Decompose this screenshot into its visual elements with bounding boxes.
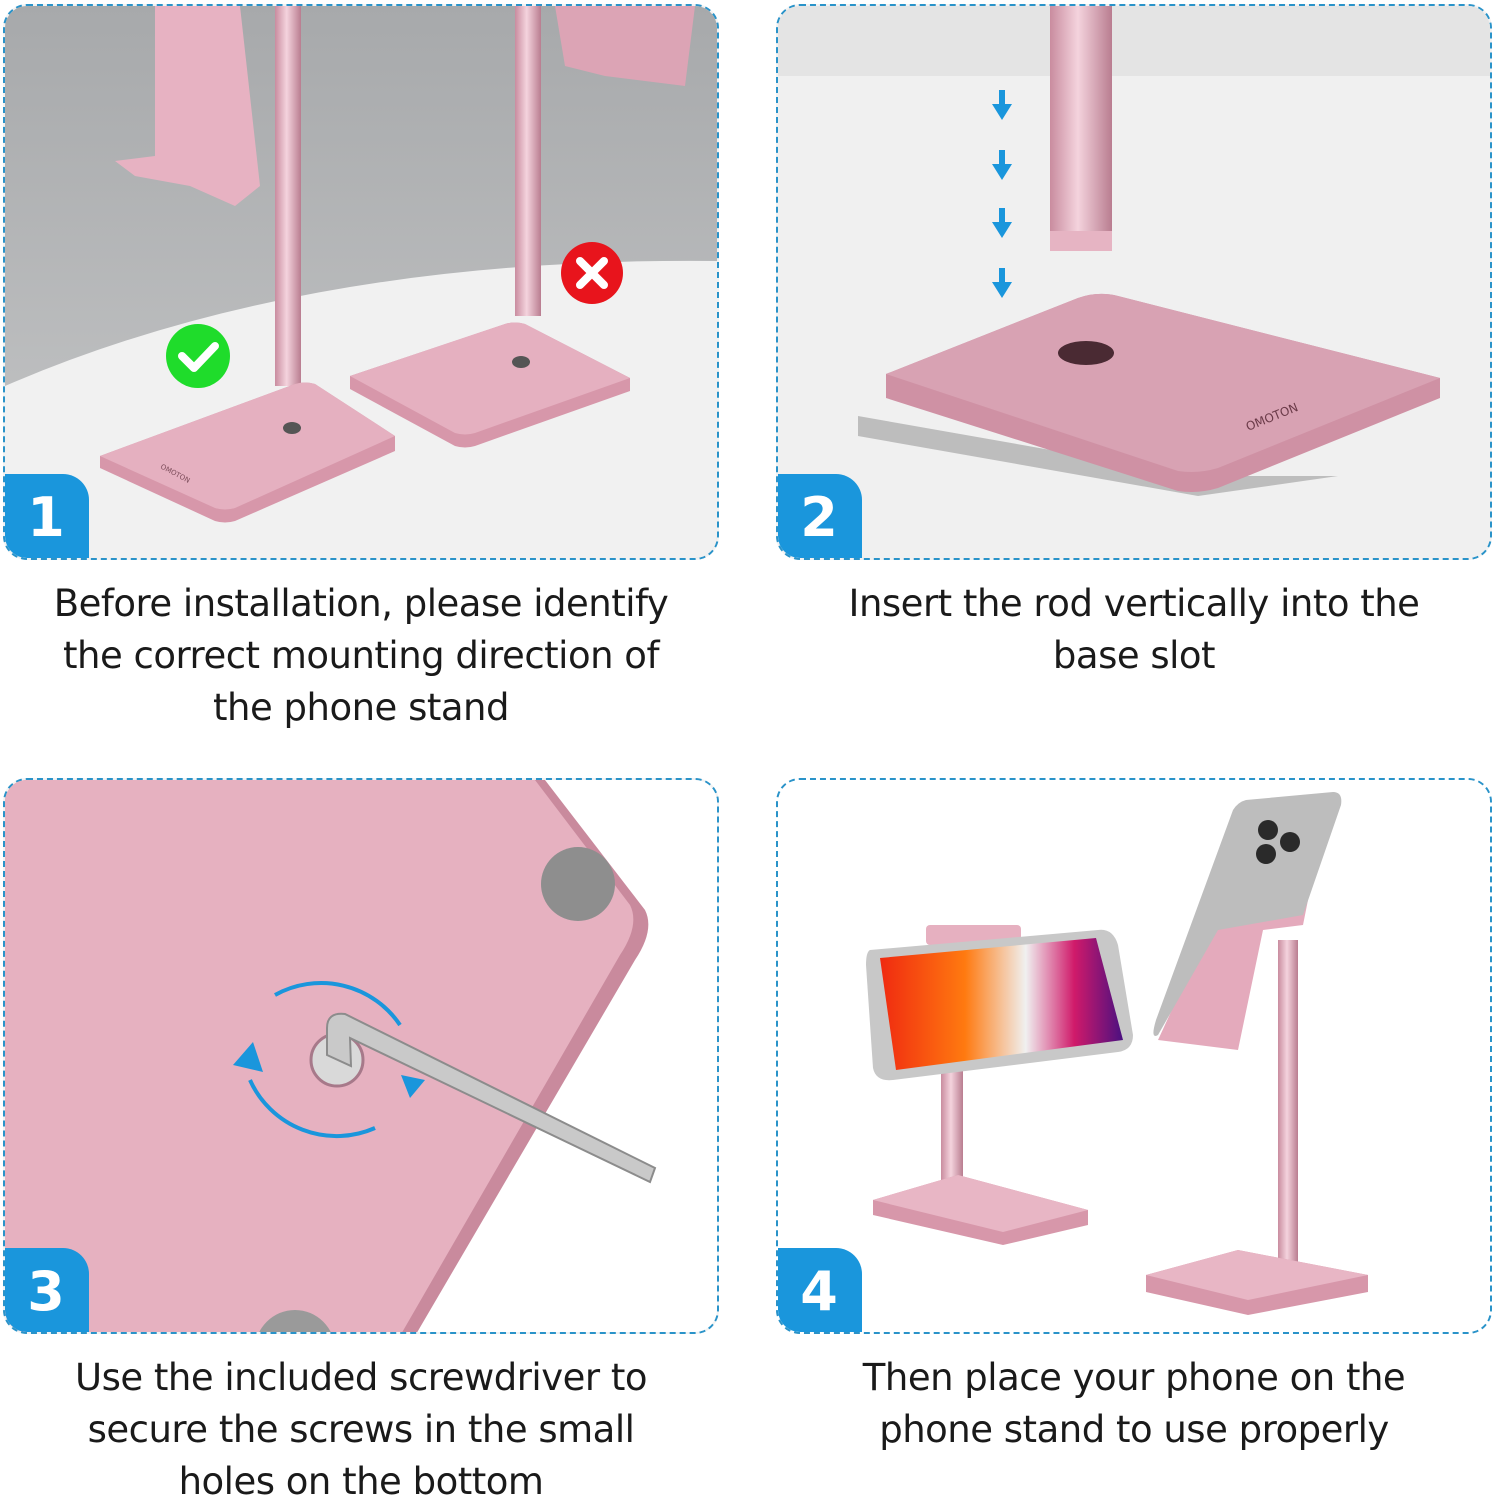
step-number-badge: 4: [778, 1248, 862, 1332]
step-number-badge: 2: [778, 474, 862, 558]
caption-line: the correct mounting direction of: [63, 634, 659, 677]
caption-line: the phone stand: [213, 686, 509, 729]
step-2-caption: Insert the rod vertically into the base …: [776, 578, 1492, 682]
base-wrong: [350, 322, 630, 448]
correct-check-icon: [166, 324, 230, 388]
rotate-arrows-icon: [248, 981, 402, 1139]
down-arrows-icon: [992, 90, 1012, 298]
phone-landscape: [866, 929, 1133, 1081]
caption-line: Use the included screwdriver to: [75, 1356, 647, 1399]
step-number-badge: 3: [5, 1248, 89, 1332]
step-3-caption: Use the included screwdriver to secure t…: [3, 1352, 719, 1508]
step-2-illustration: OMOTON: [778, 6, 1490, 558]
step-1-panel: OMOTON 1: [3, 4, 719, 560]
caption-line: phone stand to use properly: [879, 1408, 1389, 1451]
step-1-illustration: OMOTON: [5, 6, 717, 558]
caption-line: base slot: [1052, 634, 1216, 677]
base-correct: OMOTON: [100, 382, 395, 523]
caption-line: Insert the rod vertically into the: [848, 582, 1420, 625]
caption-line: Before installation, please identify: [53, 582, 669, 625]
step-4-caption: Then place your phone on the phone stand…: [776, 1352, 1492, 1456]
step-3-panel: 3: [3, 778, 719, 1334]
wrong-x-icon: [561, 242, 623, 304]
step-number-badge: 1: [5, 474, 89, 558]
step-3-illustration: [5, 780, 717, 1332]
caption-line: secure the screws in the small: [87, 1408, 635, 1451]
step-1-caption: Before installation, please identify the…: [3, 578, 719, 734]
step-2-panel: OMOTON 2: [776, 4, 1492, 560]
caption-line: holes on the bottom: [178, 1460, 544, 1503]
phone-portrait: [1153, 792, 1342, 1036]
step-4-illustration: [778, 780, 1490, 1332]
caption-line: Then place your phone on the: [862, 1356, 1406, 1399]
rubber-foot: [541, 847, 615, 921]
step-4-panel: 4: [776, 778, 1492, 1334]
